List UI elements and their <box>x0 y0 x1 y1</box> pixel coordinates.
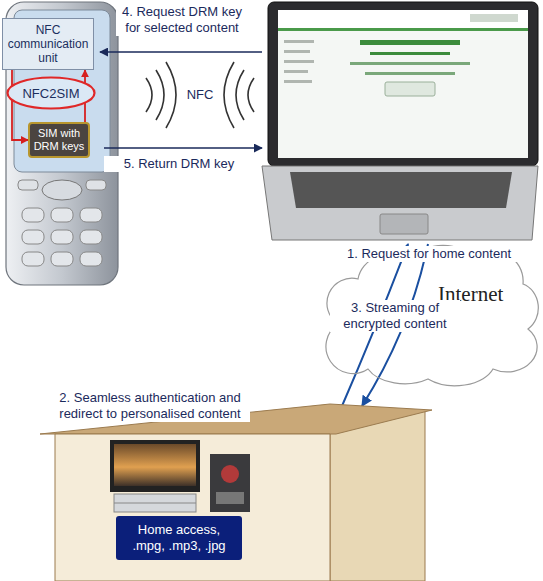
step-label: 2. Seamless authentication and redirect … <box>50 390 250 422</box>
node-text: Home access, .mpg, .mp3, .jpg <box>122 522 236 554</box>
step-label: 1. Request for home content <box>334 246 524 262</box>
sim-card: SIM with DRM keys <box>28 122 90 158</box>
interface-ellipse: NFC2SIM <box>6 76 96 110</box>
step-label: 4. Request DRM key for selected content <box>116 4 248 36</box>
node-text: NFC2SIM <box>22 86 79 101</box>
nfc-waves <box>146 62 254 128</box>
ellipse-outline <box>8 78 95 109</box>
node-text: SIM with DRM keys <box>33 127 85 153</box>
link-label: NFC <box>178 87 222 103</box>
step-label: 3. Streaming of encrypted content <box>330 300 460 332</box>
house <box>40 404 432 581</box>
mobile-phone <box>6 2 118 285</box>
cloud-outline <box>326 245 538 385</box>
component-box: NFC communication unit <box>2 18 94 70</box>
nfc-message-arrow <box>100 52 262 148</box>
laptop <box>262 2 538 240</box>
node-text: NFC communication unit <box>7 23 89 65</box>
home-content-box: Home access, .mpg, .mp3, .jpg <box>116 516 242 560</box>
step-label: 5. Return DRM key <box>104 156 254 172</box>
